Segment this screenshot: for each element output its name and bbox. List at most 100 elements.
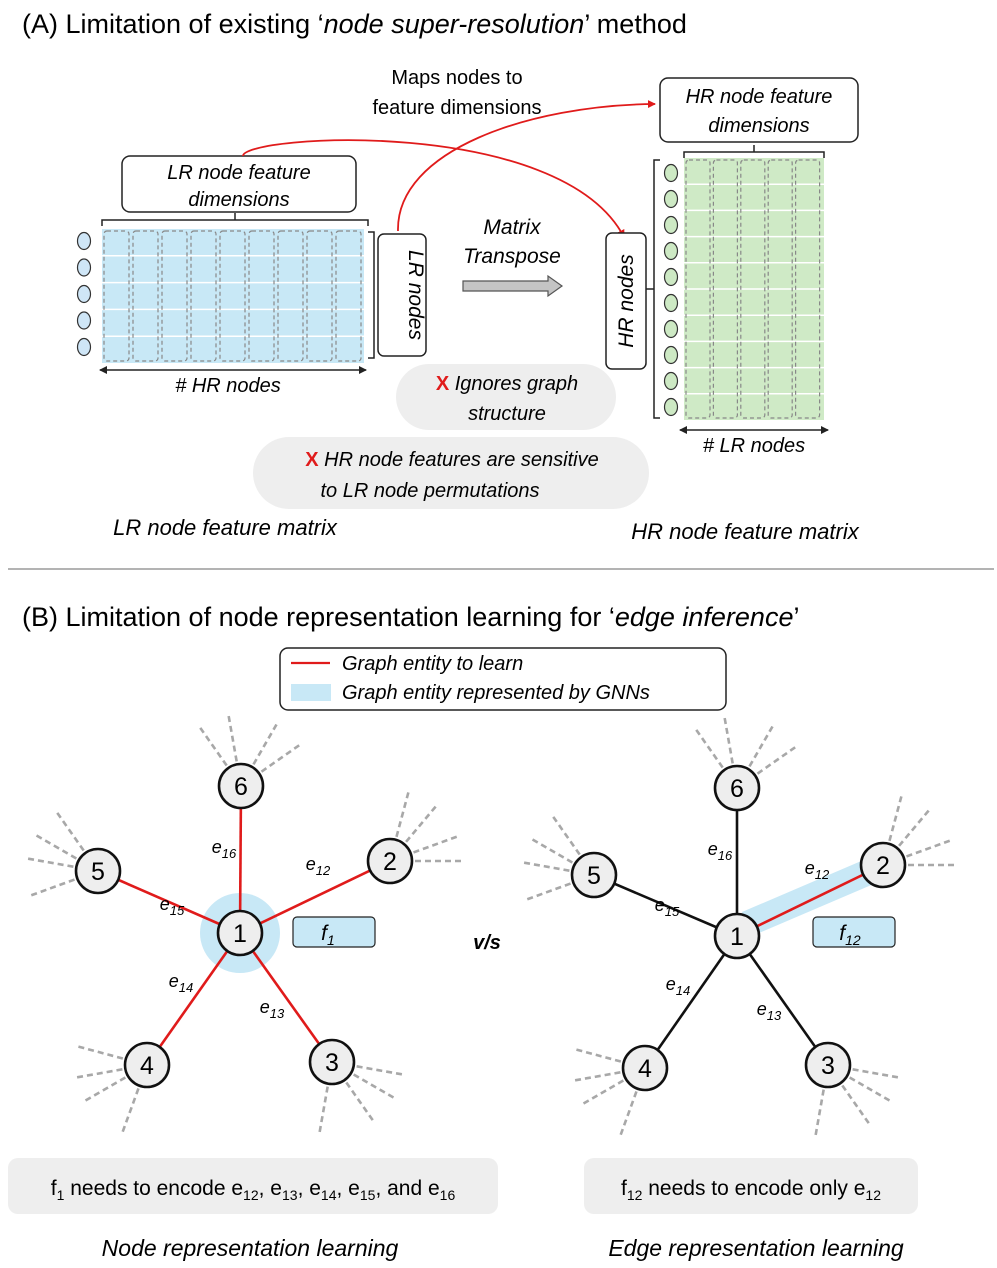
lr-dimensions-box	[121, 155, 357, 213]
graph-node-2	[859, 841, 907, 889]
dashed-neighbor-edge	[581, 1079, 624, 1106]
lr-matrix-column	[190, 230, 217, 362]
edge-label-e13: e13	[260, 997, 285, 1021]
transpose-label-line1: Matrix	[483, 216, 542, 239]
hr-node-circle	[663, 293, 679, 313]
edge-label-e14: e14	[666, 974, 690, 998]
lr-matrix-column	[132, 230, 159, 362]
left-graph-caption: Node representation learning	[102, 1235, 399, 1261]
lr-node-circle	[76, 284, 92, 304]
note-ignores-structure	[396, 364, 616, 430]
right-graph-caption: Edge representation learning	[608, 1235, 904, 1261]
dashed-neighbor-edge	[723, 716, 734, 764]
dashed-neighbor-edge	[530, 837, 573, 864]
edge-label-e16: e16	[708, 839, 733, 863]
edge-e12	[239, 859, 391, 935]
dashed-neighbor-edge	[525, 882, 571, 901]
edge-label-e15: e15	[160, 894, 185, 918]
hr-nodes-box	[605, 232, 647, 370]
dashed-neighbor-edge	[898, 809, 931, 847]
dashed-neighbor-edges	[522, 716, 955, 1137]
lr-side-bracket	[368, 231, 375, 359]
hr-matrix-column	[712, 159, 739, 419]
dashed-neighbor-edge	[318, 1086, 329, 1134]
dashed-neighbor-edge	[814, 1089, 825, 1137]
dashed-neighbor-edge	[575, 1048, 622, 1063]
dashed-neighbor-edge	[849, 1076, 892, 1103]
graph-node-1	[216, 909, 264, 957]
node-feature-label: f1	[321, 922, 335, 948]
dashed-neighbor-edge	[29, 878, 75, 897]
dashed-neighbor-edge	[227, 714, 238, 762]
dashed-neighbor-edge	[75, 1068, 123, 1079]
dashed-neighbor-edges	[26, 714, 462, 1134]
lr-matrix-column	[277, 230, 304, 362]
dashed-neighbor-edge	[619, 1091, 638, 1137]
dashed-neighbor-edge	[345, 1081, 375, 1122]
graph-node-label-5: 5	[587, 862, 601, 890]
lr-node-circle	[76, 231, 92, 251]
vs-label: v/s	[473, 932, 501, 954]
edge-e12	[736, 863, 884, 938]
lr-node-circles	[76, 231, 92, 357]
graph-node-5	[570, 851, 618, 899]
hr-matrix-column	[685, 159, 711, 419]
lr-matrix-column	[306, 230, 333, 362]
graph-node-6	[217, 762, 265, 810]
dashed-neighbor-edge	[121, 1088, 140, 1134]
node-feature-box-f1	[292, 916, 376, 948]
graph-node-label-6: 6	[234, 773, 248, 801]
lr-nodes-box	[377, 233, 427, 357]
lr-feature-matrix	[102, 229, 364, 363]
dashed-neighbor-edge	[260, 743, 301, 773]
edge-feature-label: f12	[839, 922, 861, 948]
dashed-neighbor-edge	[353, 1073, 396, 1100]
note1-line2: structure	[468, 403, 546, 425]
maps-label-line1: Maps nodes to	[391, 67, 522, 89]
edge-feature-box-f12	[812, 916, 896, 948]
graph-node-label-2: 2	[383, 848, 397, 876]
left-encoding-note	[8, 1158, 498, 1214]
edge-e13	[238, 932, 334, 1063]
hr-node-circle	[663, 345, 679, 365]
note2-line2: to LR node permutations	[320, 480, 539, 502]
graph-node-label-3: 3	[821, 1052, 835, 1080]
graph-node-4	[621, 1044, 669, 1092]
lr-node-circle	[76, 311, 92, 330]
dashed-neighbor-edge	[756, 745, 797, 775]
dashed-neighbor-edge	[551, 815, 581, 856]
hr-matrix-column	[767, 159, 793, 419]
edge-label-e12: e12	[805, 858, 830, 882]
legend-blue-swatch	[291, 684, 331, 701]
lr-matrix-column	[219, 230, 246, 362]
lr-matrix-caption: LR node feature matrix	[113, 515, 338, 540]
lr-nodes-label: LR nodes	[404, 250, 427, 340]
dashed-neighbor-edge	[906, 839, 952, 858]
graph-node-4	[123, 1041, 171, 1089]
hr-top-bracket	[683, 145, 825, 158]
lr-top-bracket	[101, 213, 369, 226]
graph-node-label-1: 1	[233, 920, 247, 948]
lr-count-label: # LR nodes	[703, 435, 805, 457]
note1-line1: X Ignores graph	[436, 373, 578, 395]
graph-node-label-4: 4	[638, 1055, 652, 1083]
mapping-curve-to-hr-dims	[397, 100, 656, 232]
graph-node-1	[713, 912, 761, 960]
dashed-neighbor-edge	[888, 795, 903, 842]
dashed-neighbor-edge	[413, 835, 459, 854]
dashed-neighbor-edge	[55, 811, 85, 852]
graph-node-label-3: 3	[325, 1049, 339, 1077]
graph-node-5	[74, 847, 122, 895]
note-permutation-sensitive	[253, 437, 649, 509]
graph-node-label-6: 6	[730, 775, 744, 803]
maps-label-line2: feature dimensions	[373, 97, 542, 119]
panel-a-title: (A) Limitation of existing ‘node super-r…	[22, 9, 687, 39]
graph-node-3	[308, 1038, 356, 1086]
lr-matrix-column	[248, 230, 275, 362]
mapping-curve-to-hr-nodes	[242, 139, 625, 238]
dashed-neighbor-edge	[395, 791, 410, 838]
lr-node-circle	[76, 337, 92, 357]
right-encoding-text: f12 needs to encode only e12	[621, 1177, 881, 1203]
